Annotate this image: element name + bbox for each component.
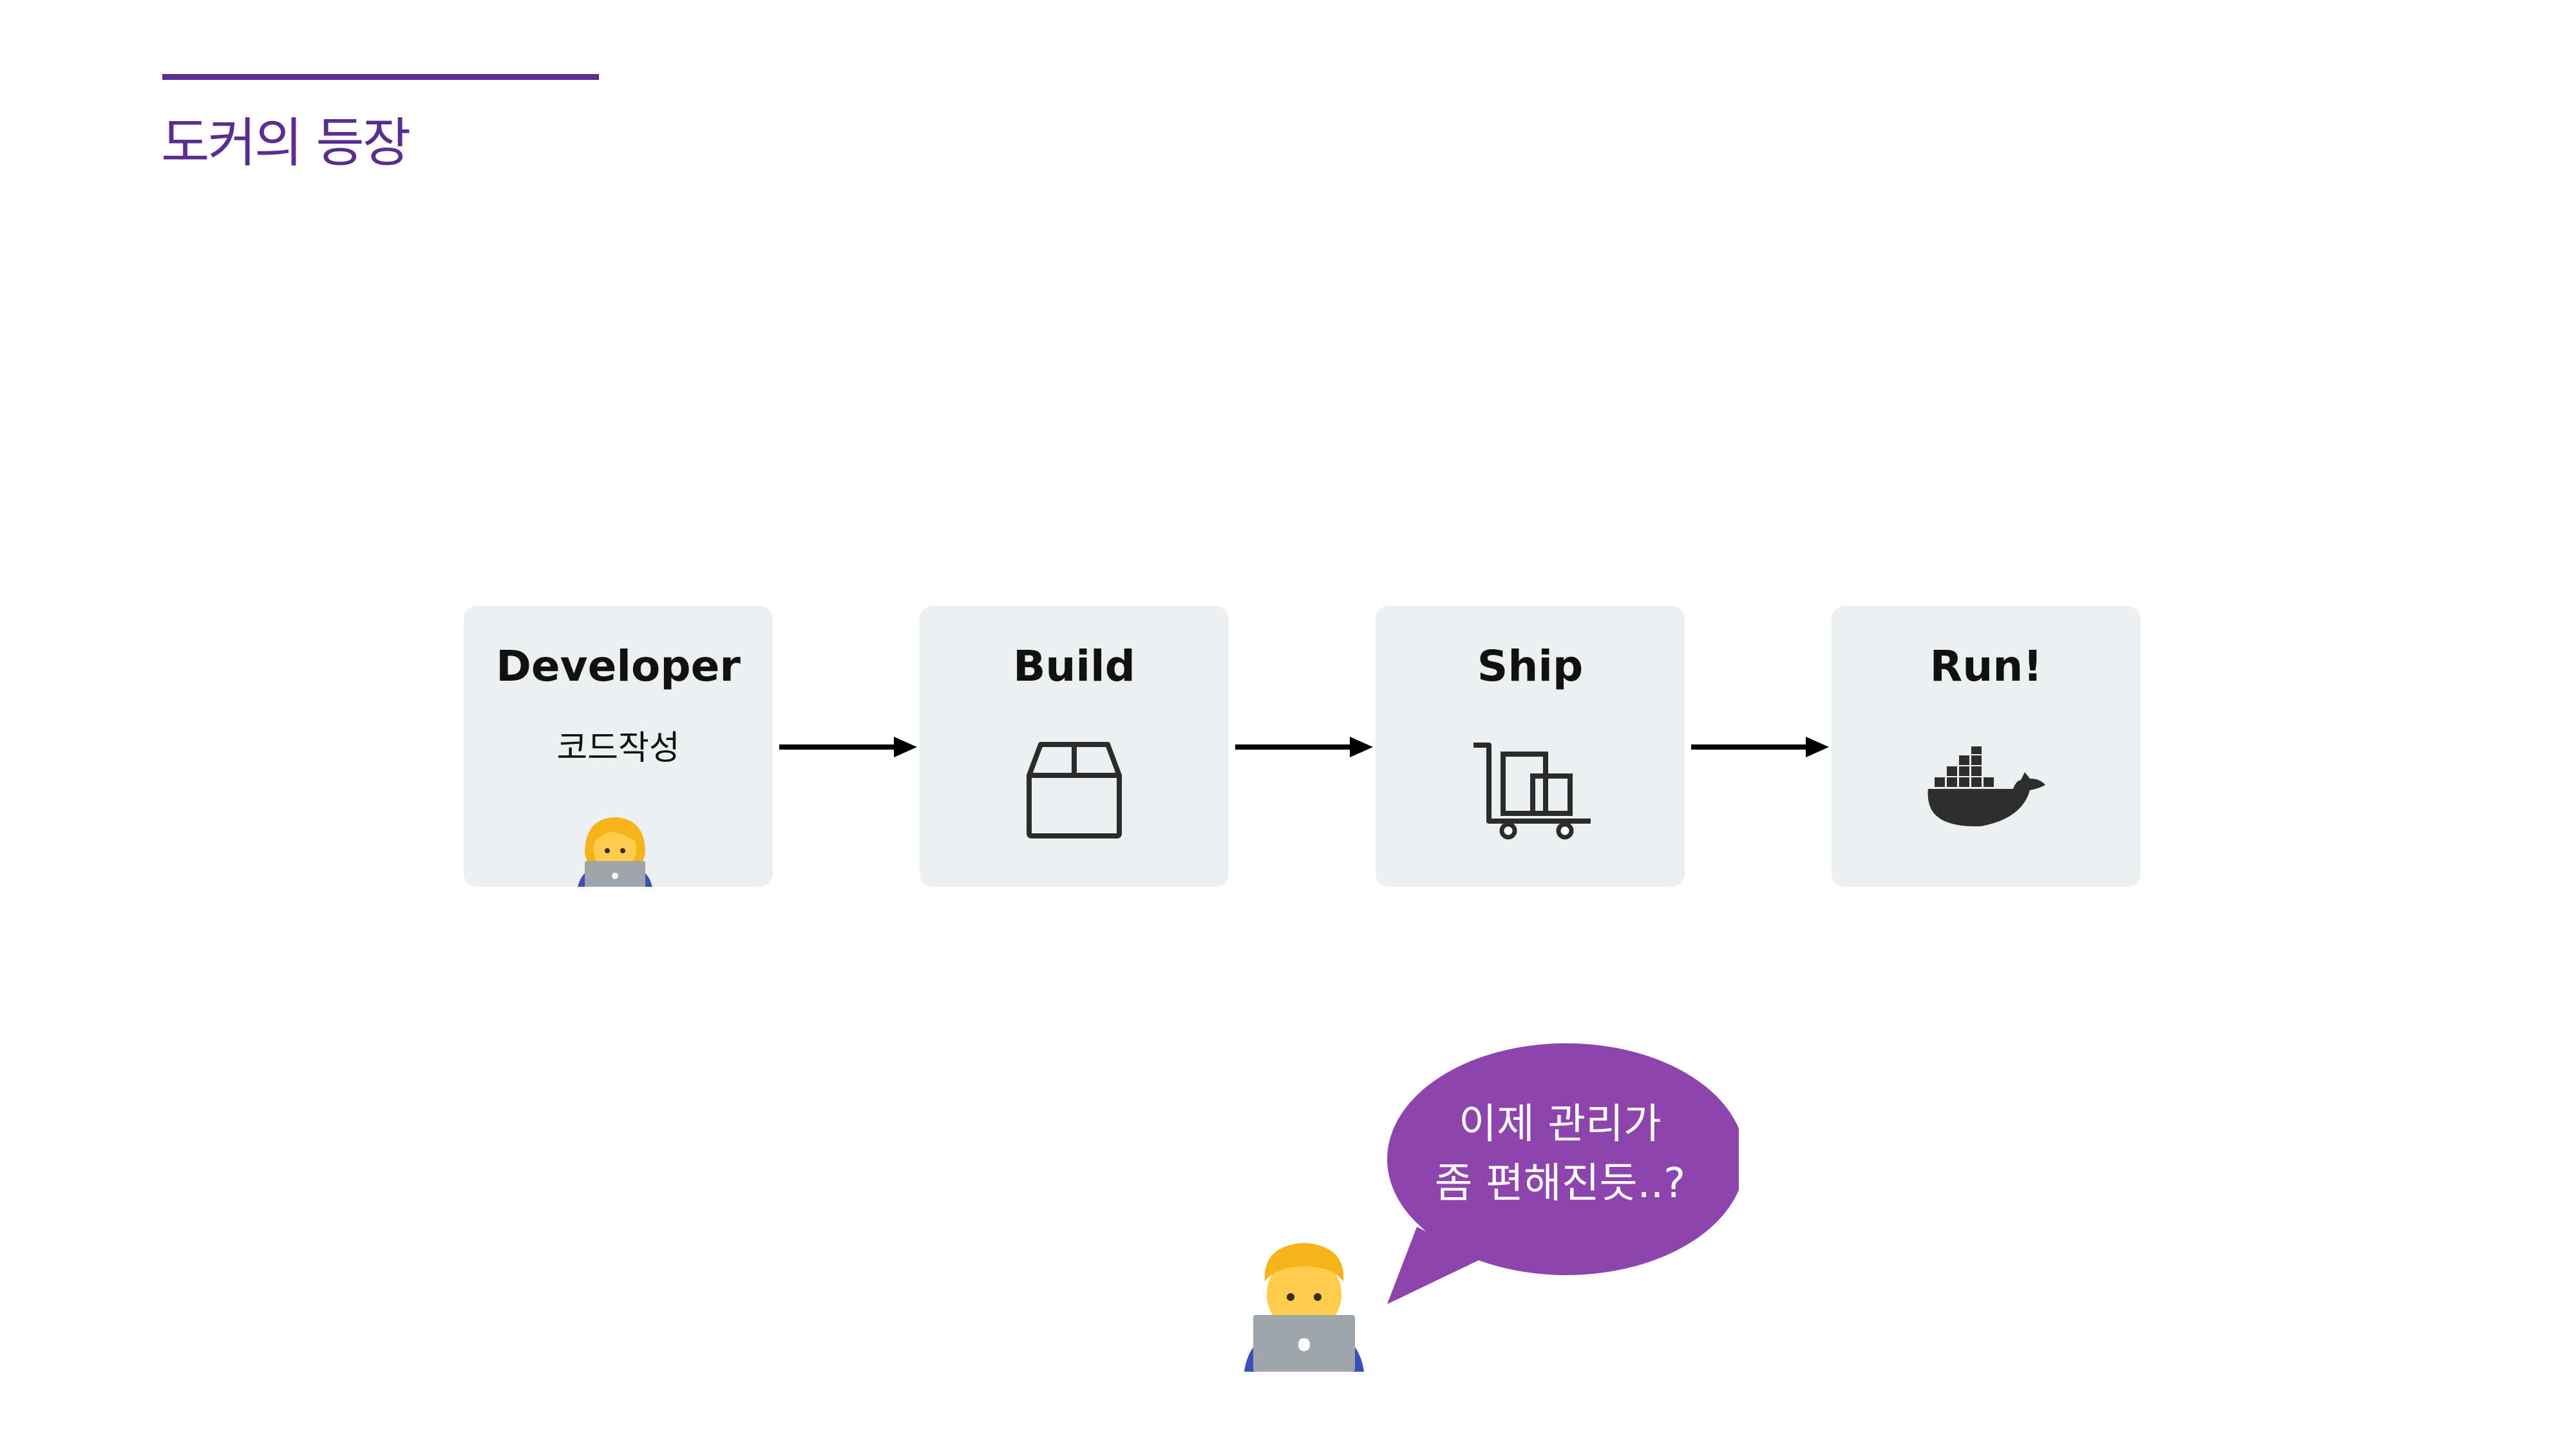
hand-truck-icon bbox=[1473, 743, 1591, 840]
step-subtitle: 코드작성 bbox=[556, 729, 680, 768]
man-technologist-icon bbox=[1244, 1243, 1364, 1372]
step-title: Run! bbox=[1929, 641, 2043, 691]
docker-whale-icon bbox=[1927, 746, 2045, 827]
woman-technologist-icon bbox=[578, 817, 652, 887]
speech-bubble bbox=[1387, 1043, 1739, 1304]
step-card-developer: Developer 코드작성 bbox=[464, 606, 773, 887]
speech-line: 좀 편해진듯..? bbox=[1434, 1160, 1686, 1208]
box-icon bbox=[1027, 742, 1122, 838]
arrow-right-icon bbox=[1235, 737, 1373, 757]
title-underline bbox=[162, 74, 599, 80]
arrow-right-icon bbox=[1691, 737, 1829, 757]
step-card-ship: Ship bbox=[1376, 606, 1685, 887]
page-title: 도커의 등장 bbox=[161, 113, 411, 174]
arrow-right-icon bbox=[779, 737, 917, 757]
step-card-build: Build bbox=[920, 606, 1229, 887]
speech-line: 이제 관리가 bbox=[1459, 1101, 1662, 1148]
step-title: Build bbox=[1013, 641, 1135, 691]
speech-text: 이제 관리가 좀 편해진듯..? bbox=[1385, 1095, 1736, 1213]
step-title: Developer bbox=[496, 641, 741, 691]
step-title: Ship bbox=[1477, 641, 1584, 691]
step-card-run: Run! bbox=[1832, 606, 2141, 887]
